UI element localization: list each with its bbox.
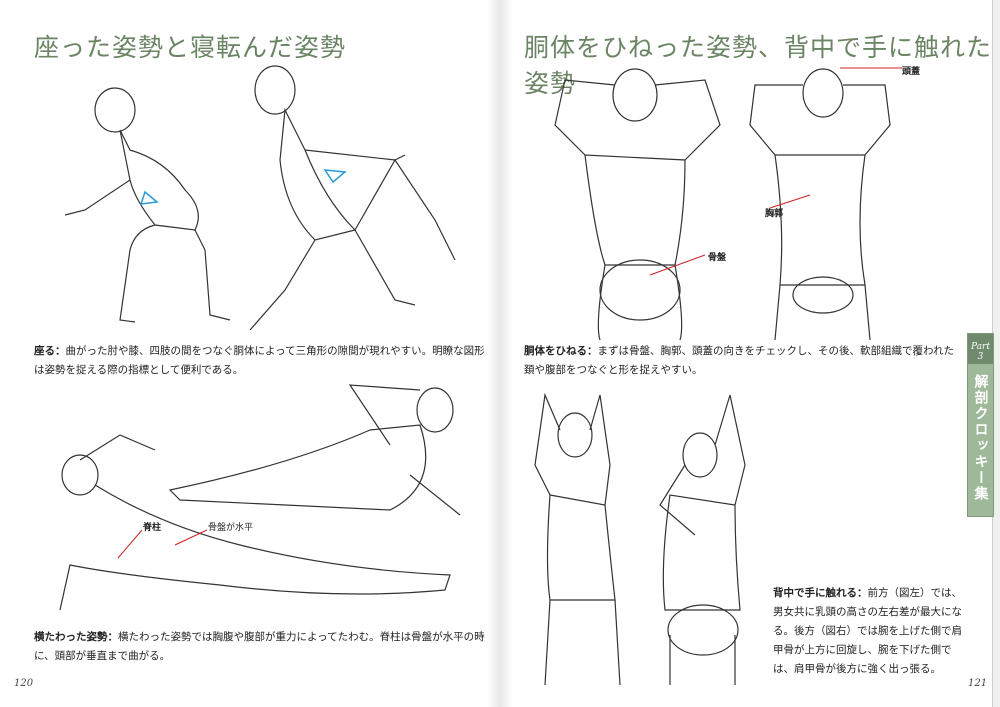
left-caption-sitting: 座る：曲がった肘や膝、四肢の間をつなぐ胴体によって三角形の隙間が現れやすい。明瞭…	[34, 342, 492, 380]
label-pelvis-level: 骨盤が水平	[208, 523, 254, 533]
caption-body: 曲がった肘や膝、四肢の間をつなぐ胴体によって三角形の隙間が現れやすい。明瞭な図形…	[34, 345, 485, 376]
label-pelvis: 骨盤	[708, 253, 727, 263]
caption-heading: 背中で手に触れる：	[773, 587, 868, 599]
caption-body: まずは骨盤、胸郭、頭蓋の向きをチェックし、その後、軟部組織で覆われた頚や腹部をつ…	[524, 345, 954, 376]
caption-body: 横たわった姿勢では胸腹や腹部が重力によってたわむ。脊柱は骨盤が水平の時に、頭部が…	[34, 631, 485, 662]
figure-seated-front	[45, 80, 245, 330]
tab-part-number: Part 3	[968, 334, 993, 364]
figure-lying-poses	[40, 375, 495, 611]
figure-seated-leaning	[245, 60, 460, 331]
figure-front-arms-raised	[745, 65, 895, 341]
book-gutter	[488, 0, 512, 707]
left-caption-lying: 横たわった姿勢：横たわった姿勢では胸腹や腹部が重力によってたわむ。脊柱は骨盤が水…	[34, 628, 492, 666]
label-spine: 脊柱	[143, 523, 162, 533]
label-ribcage: 胸郭	[765, 209, 784, 219]
right-caption-twist: 胴体をひねる：まずは骨盤、胸郭、頭蓋の向きをチェックし、その後、軟部組織で覆われ…	[524, 342, 964, 380]
page-number-left: 120	[14, 678, 34, 689]
caption-heading: 横たわった姿勢：	[34, 631, 118, 643]
right-page-title: 胴体をひねった姿勢、背中で手に触れた姿勢	[524, 33, 993, 98]
figure-twisted-back	[545, 65, 740, 341]
leader-lines-right	[649, 67, 902, 276]
figure-hand-on-back	[520, 385, 760, 686]
tab-chapter-label: 解剖クロッキー集	[972, 374, 989, 502]
right-caption-hand-on-back: 背中で手に触れる：前方（図左）では、男女共に乳頭の高さの左右差が最大になる。後方…	[773, 584, 963, 679]
left-page-title: 座った姿勢と寝転んだ姿勢	[34, 33, 347, 62]
leader-lines	[117, 529, 208, 559]
caption-body: 前方（図左）では、男女共に乳頭の高さの左右差が最大になる。後方（図右）では腕を上…	[773, 587, 962, 675]
chapter-side-tab: Part 3 解剖クロッキー集	[967, 333, 994, 517]
caption-heading: 座る：	[34, 345, 66, 357]
caption-heading: 胴体をひねる：	[524, 345, 598, 357]
page-number-right: 121	[968, 678, 988, 689]
label-skull: 頭蓋	[902, 67, 921, 77]
